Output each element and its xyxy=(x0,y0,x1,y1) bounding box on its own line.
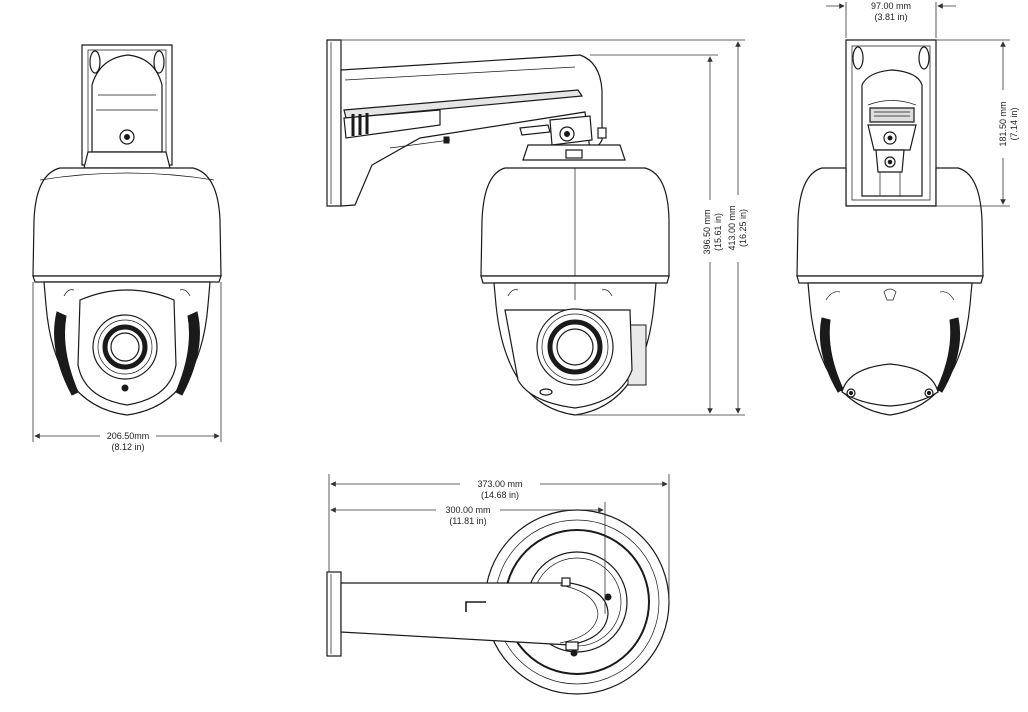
front-width-in: (8.12 in) xyxy=(111,442,144,452)
top-length-300-mm: 300.00 mm xyxy=(445,505,490,515)
rear-view xyxy=(796,39,984,416)
side-height-413-in: (16.25 in) xyxy=(738,209,748,247)
side-view xyxy=(326,39,670,416)
rear-width-dimension: 97.00 mm (3.81 in) xyxy=(826,1,956,38)
top-view xyxy=(326,509,670,695)
side-height-396-mm: 396.50 mm xyxy=(702,209,712,254)
top-length-373-in: (14.68 in) xyxy=(481,490,519,500)
side-height-dimensions: 396.50 mm (15.61 in) 413.00 mm (16.25 in… xyxy=(341,39,748,416)
top-length-373-mm: 373.00 mm xyxy=(477,479,522,489)
rear-height-mm: 181.50 mm xyxy=(998,101,1008,146)
side-height-413-mm: 413.00 mm xyxy=(727,205,737,250)
rear-width-in: (3.81 in) xyxy=(874,12,907,22)
top-length-dimensions: 373.00 mm (14.68 in) 300.00 mm (11.81 in… xyxy=(328,474,670,614)
front-view xyxy=(32,44,222,416)
rear-height-in: (7.14 in) xyxy=(1009,107,1019,140)
rear-width-mm: 97.00 mm xyxy=(871,1,911,11)
side-height-396-in: (15.61 in) xyxy=(713,213,723,251)
top-length-300-in: (11.81 in) xyxy=(449,516,486,526)
front-width-dimension: 206.50mm (8.12 in) xyxy=(32,282,222,452)
front-width-mm: 206.50mm xyxy=(107,431,150,441)
rear-height-dimension: 181.50 mm (7.14 in) xyxy=(936,39,1019,207)
